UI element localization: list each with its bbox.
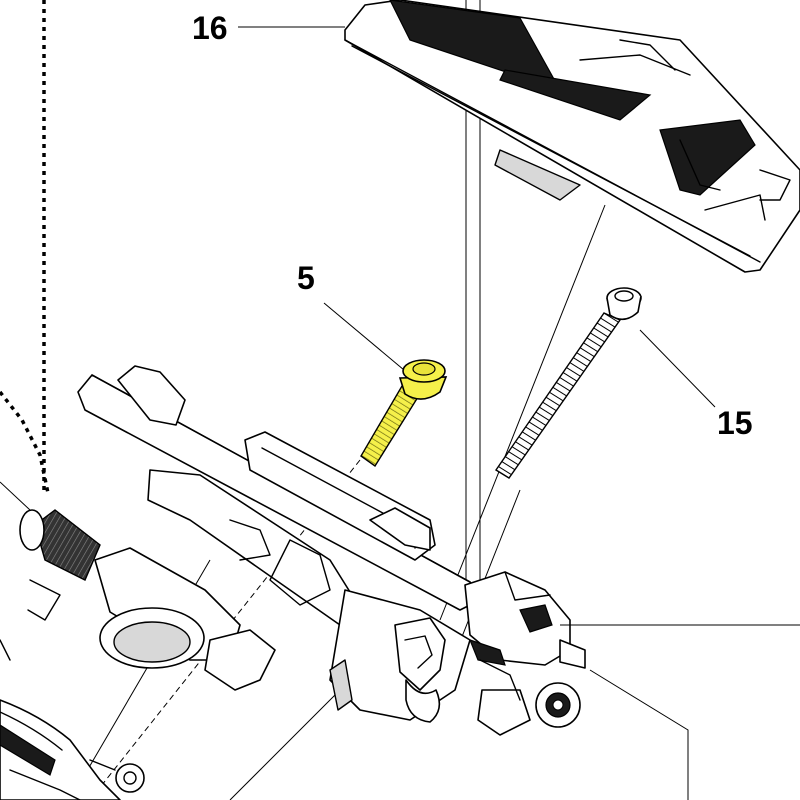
callout-15: 15 (717, 405, 753, 441)
spring-pivot-assembly (0, 509, 276, 691)
base-plate (0, 699, 145, 800)
callout-16: 16 (192, 10, 228, 46)
dotted-guide-lines (0, 0, 50, 495)
callout-labels: 16 5 15 (192, 10, 753, 441)
highlighted-bolt-part-5 (360, 359, 448, 468)
callout-5: 5 (297, 260, 315, 296)
cover-housing-part-16 (344, 0, 800, 273)
leader-lines (0, 26, 800, 800)
long-bolt-part-15 (495, 287, 642, 479)
gear-motor-assembly (394, 571, 586, 736)
